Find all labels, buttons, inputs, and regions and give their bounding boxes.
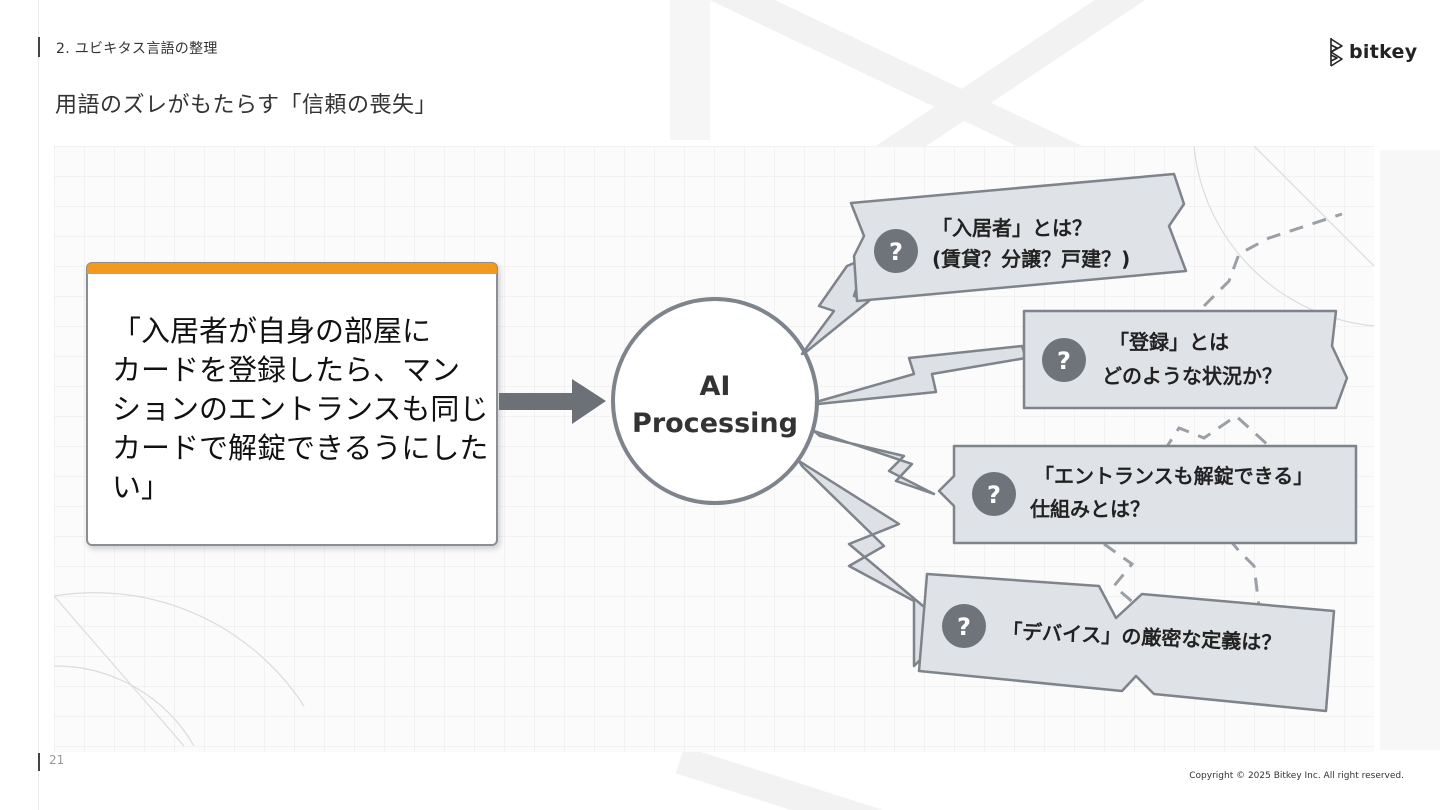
page-title: 用語のズレがもたらす「信頼の喪失」 bbox=[55, 93, 438, 118]
request-line: カードで解錠できるうにした bbox=[112, 431, 488, 465]
question-line: 「エントランスも解錠できる」 bbox=[1034, 464, 1313, 488]
section-label: 2. ユビキタス言語の整理 bbox=[56, 41, 218, 57]
question-card: ? 「エントランスも解錠できる」 仕組みとは？ bbox=[937, 444, 1358, 545]
sketch-arcs bbox=[54, 146, 1374, 747]
lightning-bolt bbox=[812, 429, 936, 496]
question-text: 「入居者」とは？ (賃貸？分譲？戸建？) bbox=[932, 216, 1130, 271]
page-marker bbox=[38, 753, 40, 771]
page-number: 21 bbox=[49, 753, 65, 767]
question-icon bbox=[972, 472, 1016, 516]
arrow-to-ai bbox=[499, 379, 606, 424]
question-line: 仕組みとは？ bbox=[1029, 497, 1150, 521]
question-line: 「登録」とは bbox=[1109, 330, 1229, 354]
left-margin-rule bbox=[38, 0, 39, 810]
question-line: どのような状況か？ bbox=[1102, 364, 1282, 388]
dashed-cracks bbox=[1103, 212, 1343, 618]
lightning-connectors bbox=[797, 256, 1028, 668]
section-marker bbox=[38, 37, 40, 57]
question-icon bbox=[1042, 338, 1086, 382]
brand-logo: bitkey bbox=[1328, 36, 1417, 68]
question-mark: ? bbox=[987, 481, 1001, 509]
request-line: い」 bbox=[112, 470, 170, 504]
copyright: Copyright © 2025 Bitkey Inc. All right r… bbox=[1189, 771, 1404, 781]
request-line: ションのエントランスも同じ bbox=[112, 392, 488, 426]
request-text: 「入居者が自身の部屋に カードを登録したら、マン ションのエントランスも同じ カ… bbox=[112, 314, 498, 504]
brand-name: bitkey bbox=[1349, 41, 1418, 63]
question-card: ? 「デバイス」の厳密な定義は？ bbox=[917, 572, 1336, 713]
question-text: 「登録」とは どのような状況か？ bbox=[1102, 330, 1282, 388]
question-icon bbox=[942, 604, 986, 648]
question-icon bbox=[874, 229, 918, 273]
question-card: ? 「登録」とは どのような状況か？ bbox=[1022, 309, 1349, 410]
request-line: カードを登録したら、マン bbox=[112, 353, 460, 387]
question-line: 「入居者」とは？ bbox=[932, 216, 1092, 240]
question-mark: ? bbox=[889, 238, 903, 266]
ai-ambiguity-illustration: 「入居者が自身の部屋に カードを登録したら、マン ションのエントランスも同じ カ… bbox=[54, 146, 1374, 752]
question-mark: ? bbox=[957, 613, 971, 641]
lightning-bolt bbox=[797, 459, 936, 668]
ai-label: AI bbox=[700, 371, 731, 402]
question-text: 「エントランスも解錠できる」 仕組みとは？ bbox=[1029, 464, 1320, 521]
question-mark: ? bbox=[1057, 347, 1071, 375]
request-line: 「入居者が自身の部屋に bbox=[112, 314, 431, 348]
question-card: ? 「入居者」とは？ (賃貸？分譲？戸建？) bbox=[849, 172, 1188, 303]
bitkey-logo-icon bbox=[1330, 38, 1343, 67]
ai-label: Processing bbox=[632, 408, 798, 439]
request-card bbox=[86, 262, 498, 546]
question-line: (賃貸？分譲？戸建？) bbox=[932, 247, 1130, 271]
